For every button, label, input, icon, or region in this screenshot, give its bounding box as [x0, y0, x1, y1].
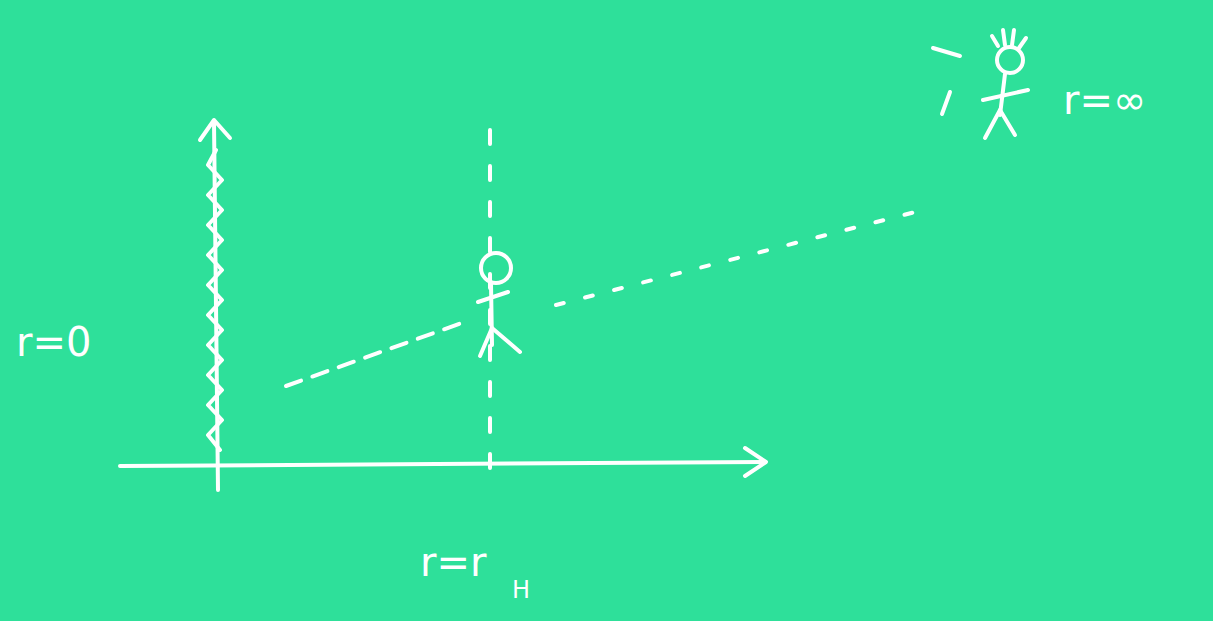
singularity-zigzag: [208, 150, 222, 450]
radius-label: r=0: [16, 322, 91, 362]
light-ray-dashed: [286, 320, 470, 386]
horizon-dashed: [488, 130, 492, 472]
falling-observer: [478, 253, 520, 356]
radius-label: r=r: [420, 542, 486, 582]
subscript-label: H: [512, 578, 530, 602]
axes: [120, 120, 766, 490]
radius-label: r=∞: [1063, 80, 1146, 120]
light-ray-dotted: [556, 212, 915, 305]
distant-observer: [933, 30, 1028, 138]
